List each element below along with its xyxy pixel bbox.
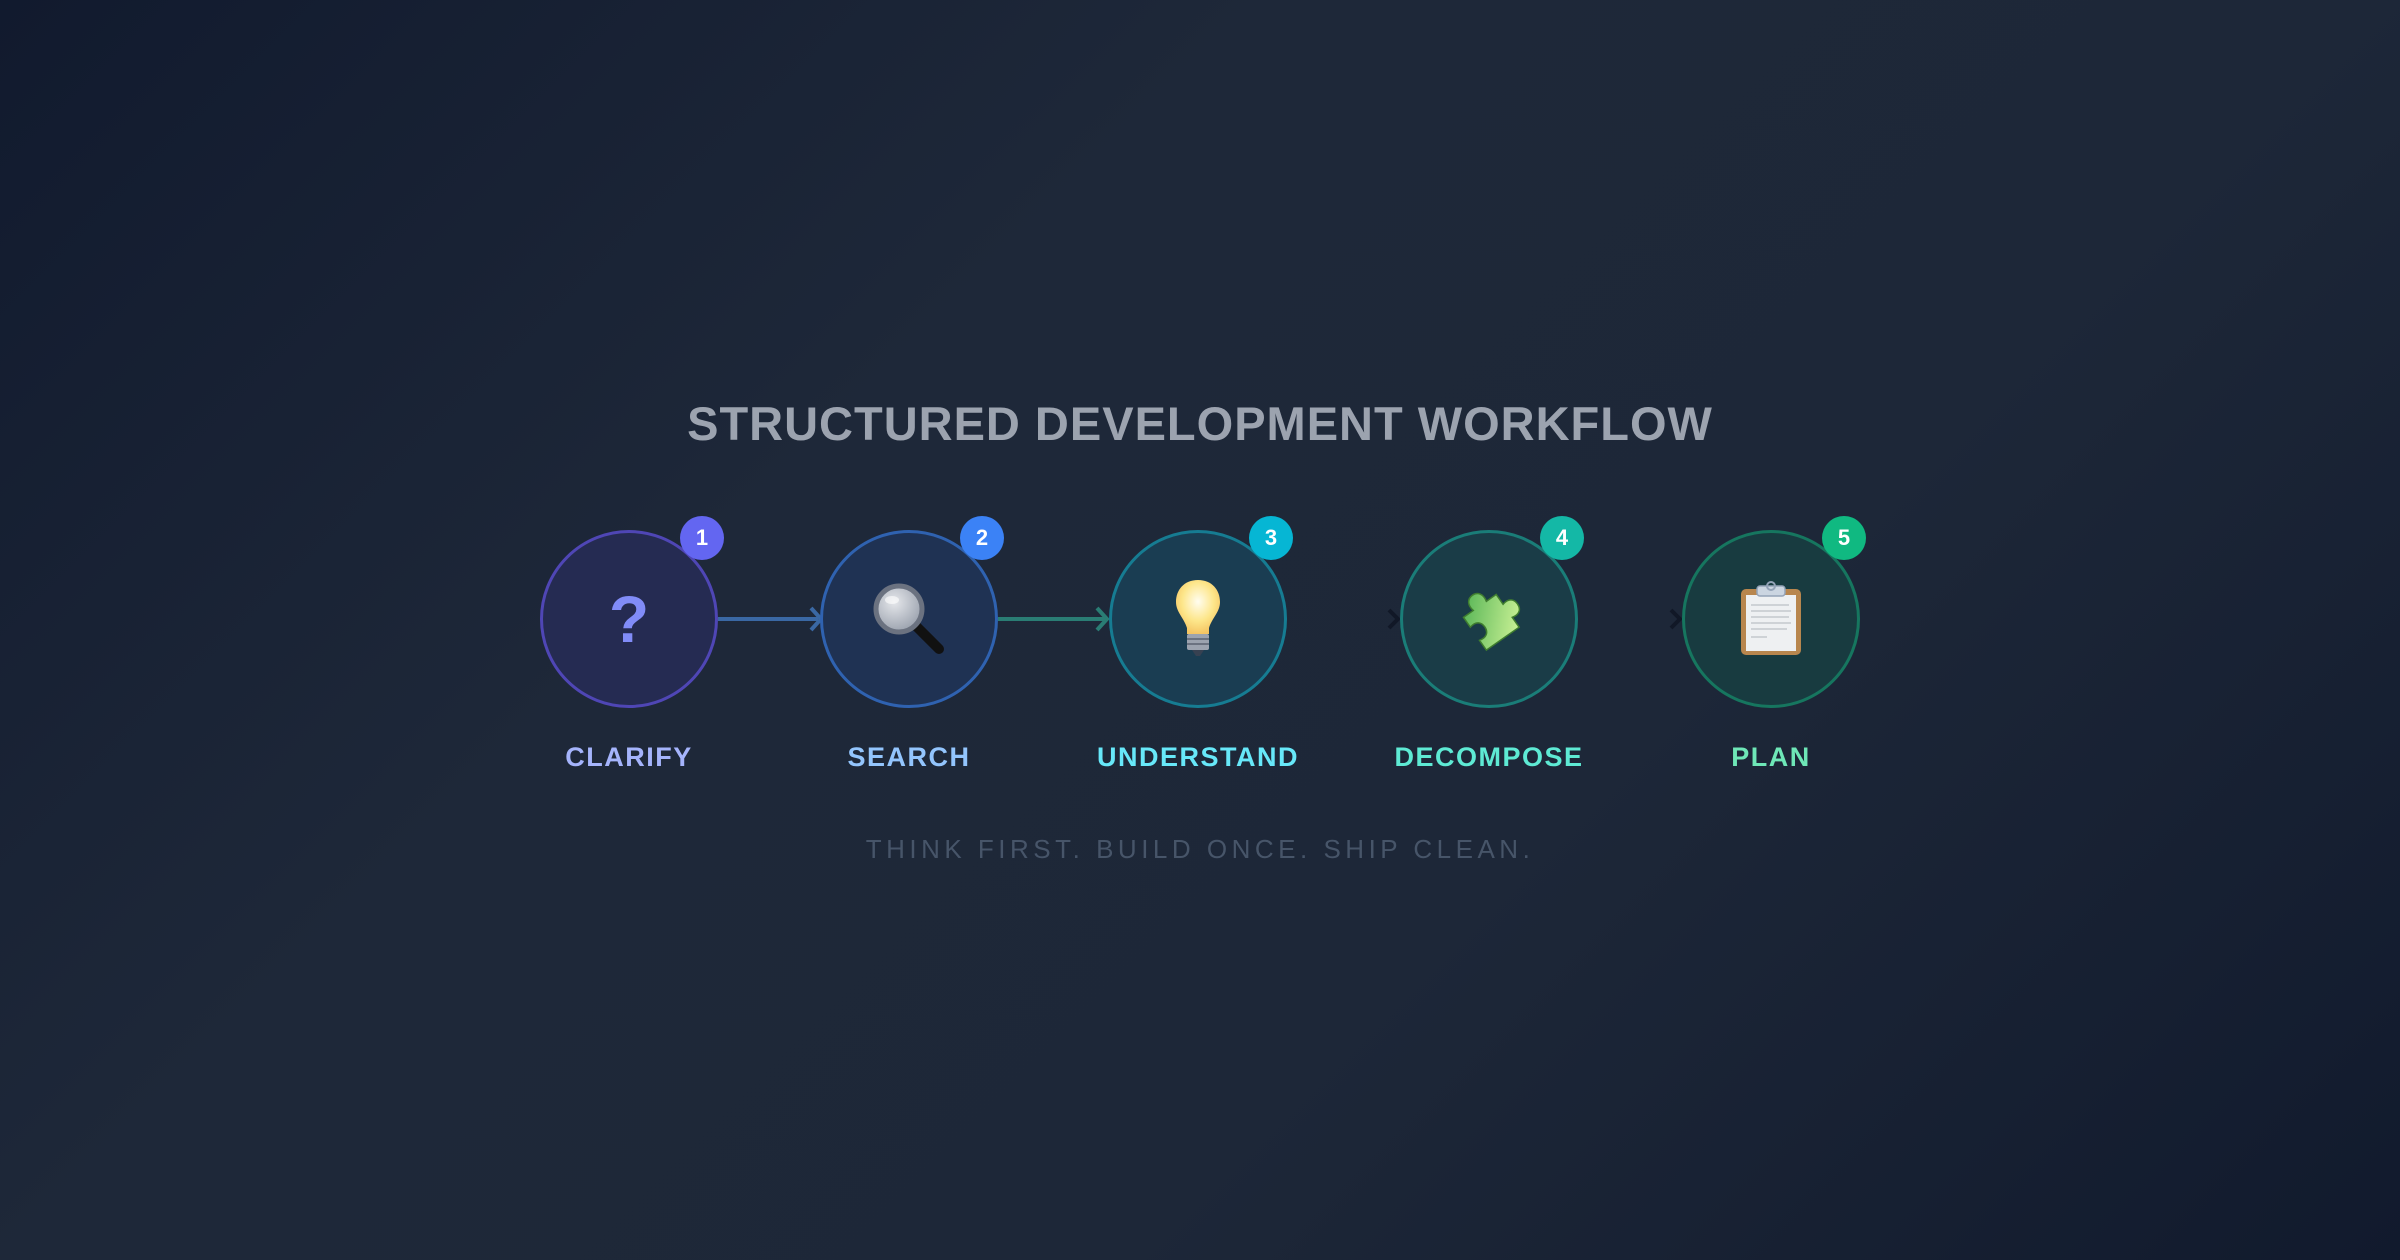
step-search: 2 SEARCH bbox=[820, 516, 1004, 772]
light-bulb-icon bbox=[1176, 580, 1220, 656]
step-circle bbox=[1109, 530, 1287, 708]
step-number-badge: 3 bbox=[1249, 516, 1293, 560]
arrow-head-icon bbox=[1387, 608, 1401, 630]
puzzle-piece-icon bbox=[1462, 592, 1521, 652]
clipboard-icon bbox=[1741, 581, 1801, 655]
step-circle bbox=[1682, 530, 1860, 708]
step-decompose: 4 DECOMPOSE bbox=[1394, 516, 1584, 772]
step-number-badge: 1 bbox=[680, 516, 724, 560]
step-plan: 5 PLAN bbox=[1682, 516, 1866, 772]
step-number-badge: 5 bbox=[1822, 516, 1866, 560]
step-label: CLARIFY bbox=[565, 742, 693, 772]
tagline: THINK FIRST. BUILD ONCE. SHIP CLEAN. bbox=[865, 834, 1535, 864]
diagram-title: STRUCTURED DEVELOPMENT WORKFLOW bbox=[687, 397, 1713, 450]
step-label: SEARCH bbox=[847, 742, 971, 772]
connector-2-3 bbox=[998, 617, 1106, 621]
step-number-badge: 2 bbox=[960, 516, 1004, 560]
step-understand: 3 UNDERSTAND bbox=[1097, 516, 1298, 772]
step-clarify: ? 1 CLARIFY bbox=[540, 516, 724, 772]
question-mark-icon: ? bbox=[608, 582, 650, 656]
step-label: UNDERSTAND bbox=[1097, 742, 1299, 772]
arrow-head-icon bbox=[1669, 608, 1683, 630]
step-label: PLAN bbox=[1731, 742, 1811, 772]
step-circle bbox=[1400, 530, 1578, 708]
connector-1-2 bbox=[718, 617, 818, 621]
step-label: DECOMPOSE bbox=[1394, 742, 1584, 772]
step-circle bbox=[820, 530, 998, 708]
magnifying-glass-icon bbox=[873, 583, 944, 654]
arrow-head-icon bbox=[1095, 606, 1110, 632]
step-circle: ? bbox=[540, 530, 718, 708]
step-number-badge: 4 bbox=[1540, 516, 1584, 560]
